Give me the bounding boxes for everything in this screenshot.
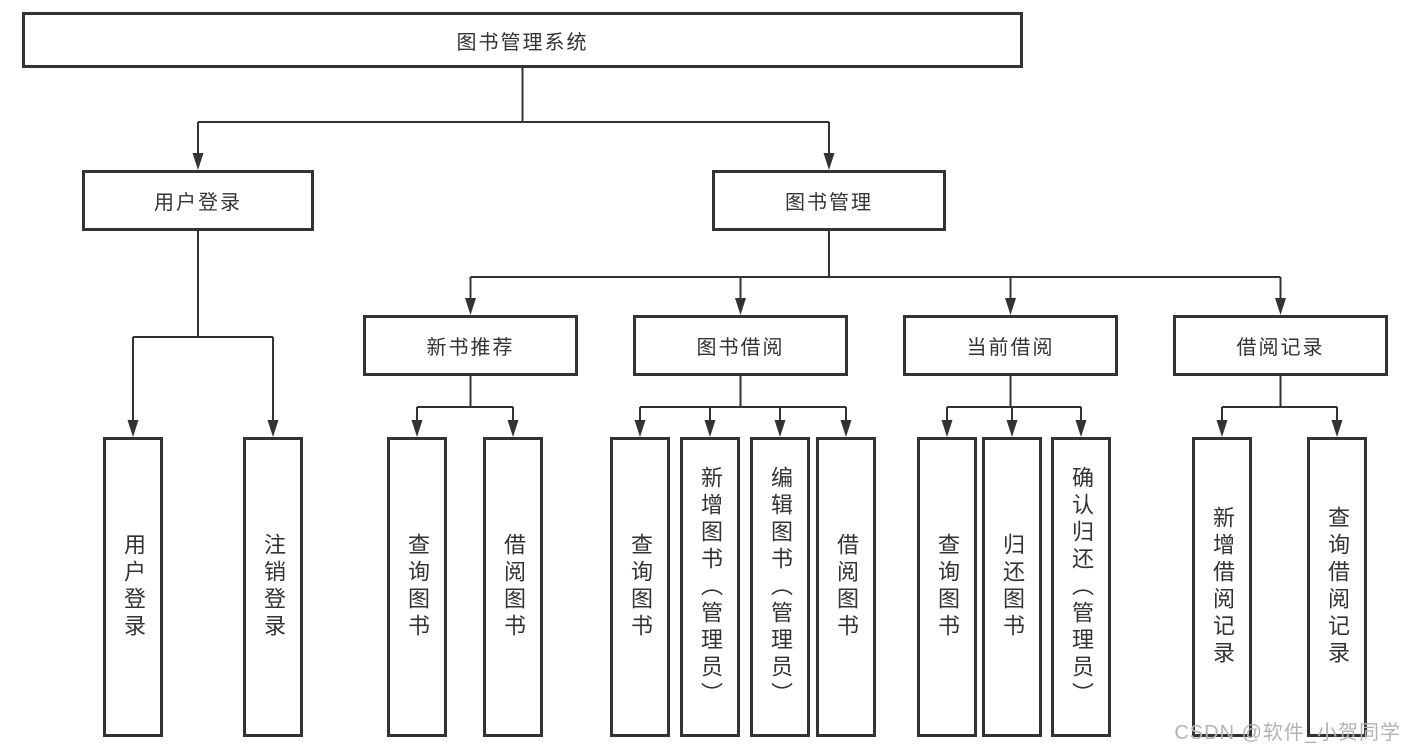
leaf-current-query-books-label: 查询图书: [935, 533, 960, 641]
leaf-recommend-borrow-books: 借阅图书: [483, 437, 543, 737]
node-library-system-label: 图书管理系统: [456, 31, 589, 54]
leaf-user-login: 用户登录: [103, 437, 163, 737]
node-user-login-branch-label: 用户登录: [154, 192, 242, 214]
node-user-login-branch: 用户登录: [82, 170, 314, 231]
leaf-borrowing-query-books-label: 查询图书: [628, 533, 653, 641]
leaf-logout-label: 注销登录: [261, 533, 286, 641]
leaf-recommend-borrow-books-label: 借阅图书: [501, 533, 526, 641]
leaf-recommend-query-books-label: 查询图书: [405, 533, 430, 641]
leaf-add-books-admin-label: 新增图书（管理员）: [698, 465, 723, 709]
leaf-edit-books-admin: 编辑图书（管理员）: [750, 437, 810, 737]
node-library-system: 图书管理系统: [22, 12, 1023, 68]
leaf-return-books: 归还图书: [982, 437, 1042, 737]
leaf-add-borrow-record: 新增借阅记录: [1192, 437, 1252, 737]
leaf-query-borrow-record-label: 查询借阅记录: [1325, 506, 1350, 668]
leaf-return-books-label: 归还图书: [1000, 533, 1025, 641]
node-book-borrowing-label: 图书借阅: [696, 337, 785, 359]
leaf-borrowing-borrow-books: 借阅图书: [816, 437, 876, 737]
leaf-confirm-return-admin-label: 确认归还（管理员）: [1069, 465, 1094, 709]
edge-group-root: [197, 68, 830, 156]
node-borrow-records-label: 借阅记录: [1236, 337, 1325, 359]
node-new-book-recommend-label: 新书推荐: [426, 337, 515, 359]
node-borrow-records: 借阅记录: [1173, 315, 1388, 376]
node-book-management: 图书管理: [712, 170, 946, 231]
edge-group-current-borrow: [946, 376, 1082, 423]
leaf-confirm-return-admin: 确认归还（管理员）: [1051, 437, 1111, 737]
leaf-add-borrow-record-label: 新增借阅记录: [1210, 506, 1235, 668]
edge-group-book-mgmt: [469, 231, 1282, 301]
node-new-book-recommend: 新书推荐: [363, 315, 578, 376]
edge-group-book-borrow: [639, 376, 847, 423]
leaf-query-borrow-record: 查询借阅记录: [1307, 437, 1367, 737]
node-book-borrowing: 图书借阅: [633, 315, 848, 376]
node-current-borrowing-label: 当前借阅: [966, 337, 1055, 359]
leaf-recommend-query-books: 查询图书: [387, 437, 447, 737]
node-current-borrowing: 当前借阅: [903, 315, 1118, 376]
leaf-logout: 注销登录: [243, 437, 303, 737]
edge-group-user-login: [132, 231, 274, 423]
node-book-management-label: 图书管理: [785, 192, 873, 214]
leaf-borrowing-query-books: 查询图书: [610, 437, 670, 737]
csdn-watermark: CSDN @软件_小贺同学: [1174, 722, 1401, 744]
edge-group-borrow-record: [1221, 376, 1338, 423]
leaf-add-books-admin: 新增图书（管理员）: [680, 437, 740, 737]
leaf-borrowing-borrow-books-label: 借阅图书: [834, 533, 859, 641]
leaf-current-query-books: 查询图书: [917, 437, 977, 737]
leaf-user-login-label: 用户登录: [121, 533, 146, 641]
edge-group-new-book-rec: [416, 376, 514, 423]
leaf-edit-books-admin-label: 编辑图书（管理员）: [768, 465, 793, 709]
